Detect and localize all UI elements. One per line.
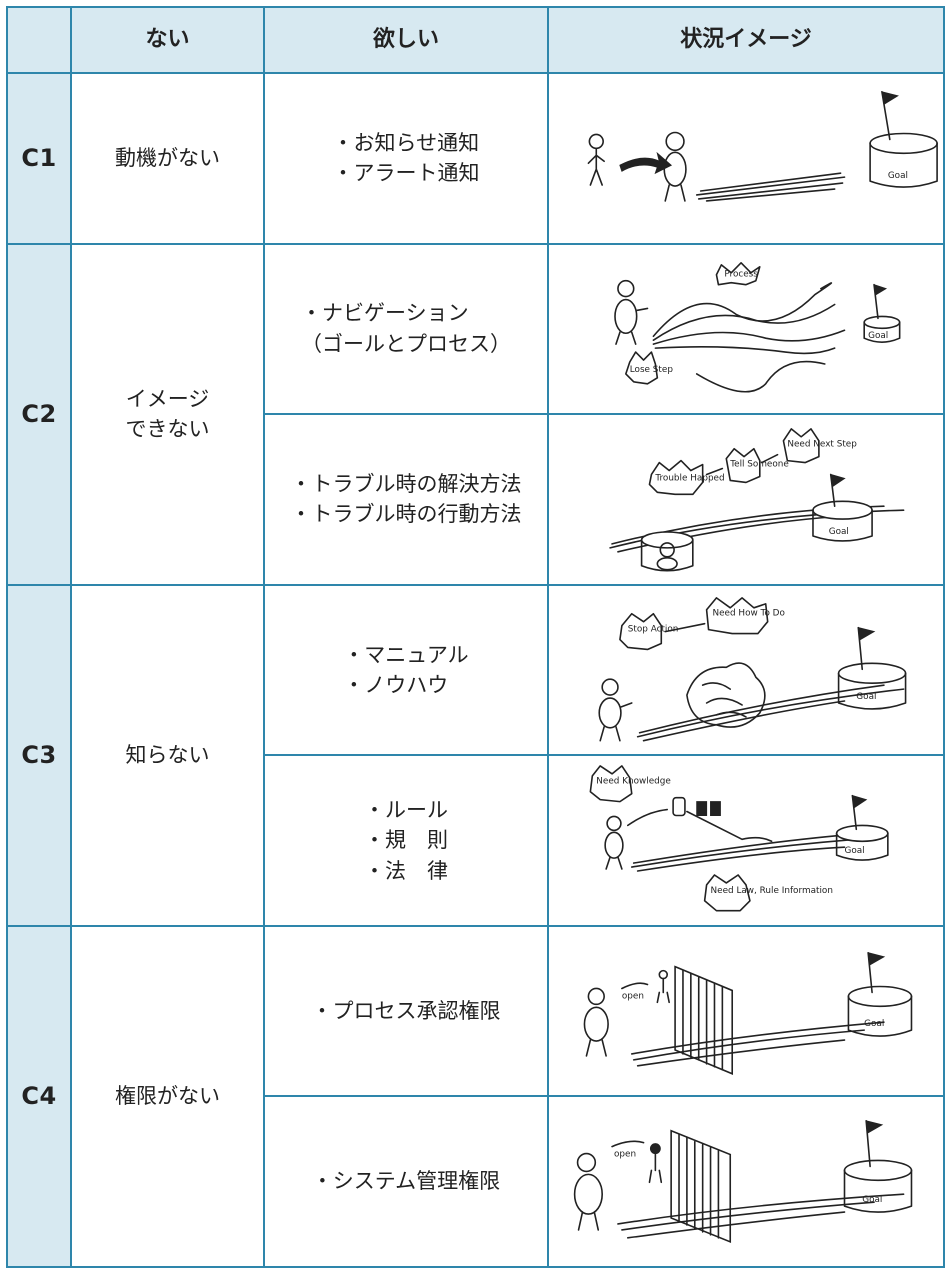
header-lack: ない xyxy=(70,6,265,74)
sketch-illustration: open Goal xyxy=(549,1097,943,1266)
want-cell: ・プロセス承認権限 xyxy=(263,924,549,1098)
lack-cell: 動機がない xyxy=(70,72,265,245)
table-row-c4a: C4 権限がない ・プロセス承認権限 open xyxy=(6,924,945,1269)
sketch-navigation-paths: Process Goal Lose Step xyxy=(547,242,945,416)
want-cell: ・ルール ・規 則 ・法 律 xyxy=(263,754,549,927)
sketch-label: Goal xyxy=(864,1019,884,1029)
sketch-approval-gate: open Goal xyxy=(547,924,945,1098)
want-item: ・トラブル時の行動方法 xyxy=(290,502,522,527)
want-item: ・マニュアル xyxy=(343,642,469,667)
header-image: 状況イメージ xyxy=(547,6,945,74)
lack-line: 権限がない xyxy=(115,1084,220,1109)
lack-line: イメージ xyxy=(125,386,210,411)
lack-line: できない xyxy=(125,417,210,442)
table-row-c1: C1 動機がない ・お知らせ通知 ・アラート通知 Goal xyxy=(6,72,945,245)
lack-cell: イメージ できない xyxy=(70,242,265,586)
want-cell: ・マニュアル ・ノウハウ xyxy=(263,583,549,757)
sketch-label: open xyxy=(622,991,644,1001)
want-cell: ・ナビゲーション （ゴールとプロセス） xyxy=(263,242,549,416)
sketch-manual-knowhow: Stop Action Need How To Do Goal xyxy=(547,583,945,757)
sketch-illustration: Need Knowledge Need Law, Rule Informatio… xyxy=(549,756,943,925)
want-item: （ゴールとプロセス） xyxy=(301,331,511,356)
sketch-label: Stop Action xyxy=(628,624,679,634)
sketch-trouble-flow: Trouble Happed Tell Someone Need Next St… xyxy=(547,413,945,586)
sketch-label: Tell Someone xyxy=(729,460,789,470)
sketch-illustration: Goal xyxy=(549,74,943,243)
sketch-illustration: Process Goal Lose Step xyxy=(549,245,943,414)
want-cell: ・システム管理権限 xyxy=(263,1095,549,1268)
want-item: ・トラブル時の解決方法 xyxy=(290,471,522,496)
lack-cell: 権限がない xyxy=(70,924,265,1269)
lack-line: 動機がない xyxy=(115,146,220,171)
want-item: ・アラート通知 xyxy=(332,161,480,186)
want-item: ・お知らせ通知 xyxy=(332,130,480,155)
sketch-label: Need Law, Rule Information xyxy=(711,886,833,896)
header-row: ない 欲しい 状況イメージ xyxy=(6,6,945,74)
sketch-label: Goal xyxy=(829,527,849,537)
sketch-illustration: open Goal xyxy=(549,927,943,1096)
sketch-label: Trouble Happed xyxy=(654,474,724,484)
row-code: C3 xyxy=(6,583,72,927)
want-item: ・法 律 xyxy=(364,858,448,883)
sketch-illustration: Stop Action Need How To Do Goal xyxy=(549,586,943,755)
sketch-label: open xyxy=(614,1150,636,1160)
table-row-c3b: ・ルール ・規 則 ・法 律 Need Knowledge Need Law, … xyxy=(7,754,945,927)
want-cell: ・お知らせ通知 ・アラート通知 xyxy=(263,72,549,245)
table-row-c2b: ・トラブル時の解決方法 ・トラブル時の行動方法 Trouble Happed T… xyxy=(7,413,945,586)
want-item: ・ナビゲーション xyxy=(301,301,469,326)
table-row-c4b: ・システム管理権限 open Goal xyxy=(7,1095,945,1268)
sketch-illustration: Trouble Happed Tell Someone Need Next St… xyxy=(549,415,943,584)
want-item: ・ノウハウ xyxy=(343,672,449,697)
header-blank xyxy=(6,6,72,74)
row-code: C4 xyxy=(6,924,72,1269)
sketch-label: Goal xyxy=(888,171,908,181)
sketch-label: Goal xyxy=(868,331,888,341)
sketch-label: Need How To Do xyxy=(713,608,785,618)
sketch-label: Goal xyxy=(856,692,876,702)
sketch-system-gate: open Goal xyxy=(547,1095,945,1268)
sketch-label: Lose Step xyxy=(630,364,674,374)
sketch-motivation-push: Goal xyxy=(547,72,945,245)
lack-cell: 知らない xyxy=(70,583,265,927)
needs-table: ない 欲しい 状況イメージ C1 動機がない ・お知らせ通知 ・アラート通知 xyxy=(6,6,945,1269)
table-row-c3a: C3 知らない ・マニュアル ・ノウハウ Stop Action xyxy=(6,583,945,927)
sketch-label: Goal xyxy=(862,1195,882,1205)
want-item: ・規 則 xyxy=(364,828,448,853)
table-row-c2a: C2 イメージ できない ・ナビゲーション （ゴールとプロセス） xyxy=(6,242,945,586)
want-item: ・プロセス承認権限 xyxy=(311,998,501,1023)
want-item: ・システム管理権限 xyxy=(311,1169,501,1194)
sketch-label: Need Next Step xyxy=(787,440,857,450)
row-code: C2 xyxy=(6,242,72,586)
sketch-label: Need Knowledge xyxy=(596,777,671,787)
sketch-label: Goal xyxy=(845,846,865,856)
want-cell: ・トラブル時の解決方法 ・トラブル時の行動方法 xyxy=(263,413,549,586)
sketch-rules-laws: Need Knowledge Need Law, Rule Informatio… xyxy=(547,754,945,927)
header-want: 欲しい xyxy=(263,6,549,74)
sketch-label: Process xyxy=(724,269,758,279)
want-item: ・ルール xyxy=(364,797,448,822)
lack-line: 知らない xyxy=(125,743,210,768)
row-code: C1 xyxy=(6,72,72,245)
